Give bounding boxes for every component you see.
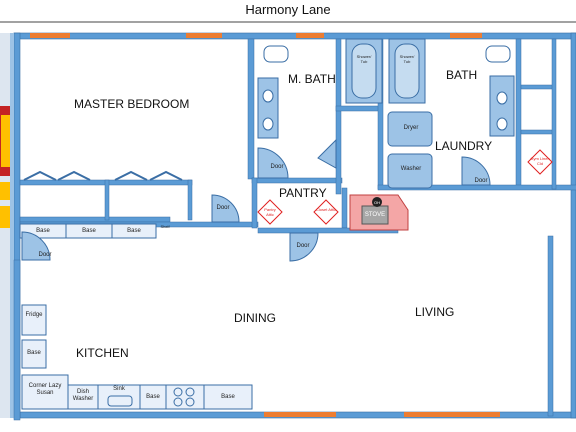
kitchen-base-label: Base — [27, 350, 41, 356]
corner-lazy-susan-label: Corner Lazy Susan — [28, 383, 62, 396]
closet-attic-label: Closet Attic — [316, 207, 337, 212]
shower-tub-2-label: Shower/ Tub — [399, 54, 415, 64]
pantry-label: PANTRY — [279, 186, 327, 200]
stove-hood-label: OH — [374, 200, 380, 205]
closet-shelving — [23, 170, 183, 181]
laundry-appliances — [387, 111, 433, 189]
washer-label: Washer — [400, 166, 422, 172]
laundry-door-label: Door — [474, 178, 488, 184]
interior-walls — [13, 38, 576, 421]
street-name: Harmony Lane — [245, 2, 331, 17]
fridge-label: Fridge — [25, 312, 43, 318]
windows — [30, 33, 500, 417]
stove-area — [349, 194, 409, 231]
master-bath-label: M. BATH — [288, 72, 336, 86]
shower-tub-1-label: Shower/ Tub — [356, 54, 372, 64]
base-cabinet-1-label: Base — [36, 228, 50, 234]
living-label: LIVING — [415, 305, 455, 319]
kitchen-door-label: Door — [38, 252, 52, 258]
attic-markers — [257, 149, 553, 225]
dining-label: DINING — [234, 311, 276, 325]
sink-label: Sink — [113, 386, 125, 392]
left-exterior — [0, 33, 14, 418]
bedroom-door-label: Door — [216, 205, 230, 211]
base-cabinet-3-label: Base — [127, 228, 141, 234]
dryer-label: Dryer — [403, 125, 419, 131]
kitchen-sink-and-stove — [107, 387, 195, 407]
kitchen-base-3-label: Base — [221, 394, 235, 400]
master-bath-fixtures — [257, 38, 515, 139]
pantry-door-label: Door — [296, 243, 310, 249]
gym-linen-label: Gym Linen Cld — [530, 156, 550, 166]
base-cabinet-2-label: Base — [82, 228, 96, 234]
kitchen-counters — [21, 304, 253, 410]
doors — [21, 138, 491, 262]
pantry-attic-label: Pantry Attic — [264, 207, 276, 217]
master-bath-door-label: Door — [270, 164, 284, 170]
kitchen-base-2-label: Base — [146, 394, 160, 400]
bath-label: BATH — [446, 68, 478, 82]
master-bedroom-label: MASTER BEDROOM — [74, 97, 190, 111]
dish-washer-label: Dish Washer — [72, 389, 94, 402]
shelf-label: Shelf — [160, 224, 170, 229]
kitchen-label: KITCHEN — [76, 346, 129, 360]
stove-label: STOVE — [364, 212, 386, 218]
laundry-label: LAUNDRY — [435, 139, 493, 153]
